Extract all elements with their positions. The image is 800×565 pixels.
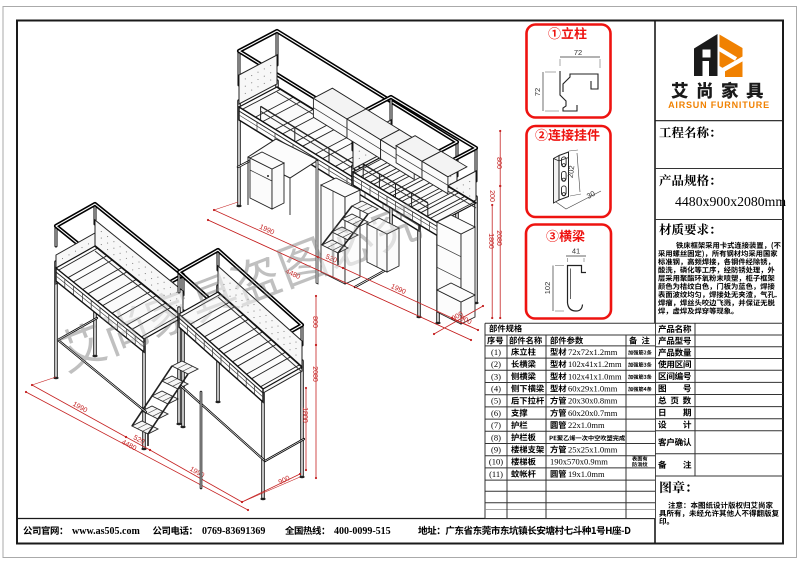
svg-text:72x72x1.2mm: 72x72x1.2mm — [568, 347, 618, 357]
svg-text:AIRSUN FURNITURE: AIRSUN FURNITURE — [668, 100, 770, 110]
svg-text:520: 520 — [132, 434, 146, 446]
svg-text:520: 520 — [324, 254, 338, 265]
svg-text:102: 102 — [543, 282, 552, 295]
svg-text:(10): (10) — [489, 457, 503, 467]
svg-text:1800: 1800 — [301, 407, 308, 423]
svg-text:200: 200 — [488, 190, 495, 202]
svg-text:(5): (5) — [491, 396, 501, 406]
svg-text:25x25x1.0mm: 25x25x1.0mm — [568, 445, 618, 455]
svg-text:400-0099-515: 400-0099-515 — [334, 526, 391, 537]
svg-text:0769-83691369: 0769-83691369 — [202, 526, 265, 537]
svg-text:1800: 1800 — [487, 233, 494, 249]
svg-text:(2): (2) — [491, 359, 501, 369]
svg-text:202: 202 — [566, 165, 577, 179]
svg-text:2080: 2080 — [495, 230, 502, 246]
svg-text:41: 41 — [572, 247, 580, 256]
svg-text:900: 900 — [451, 311, 465, 323]
svg-text:800: 800 — [311, 316, 318, 328]
svg-text:190x570x0.9mm: 190x570x0.9mm — [550, 457, 608, 467]
svg-text:(11): (11) — [489, 469, 503, 479]
svg-text:(6): (6) — [491, 408, 501, 418]
svg-text:60x29x1.0mm: 60x29x1.0mm — [568, 384, 618, 394]
svg-text:(9): (9) — [491, 445, 501, 455]
svg-text:19x1.0mm: 19x1.0mm — [568, 469, 605, 479]
svg-text:www.as505.com: www.as505.com — [72, 526, 140, 537]
svg-text:60x20x0.7mm: 60x20x0.7mm — [568, 408, 618, 418]
svg-text:900: 900 — [278, 475, 292, 486]
svg-text:2080: 2080 — [311, 366, 318, 382]
svg-text:800: 800 — [495, 157, 502, 169]
svg-text:(3): (3) — [491, 371, 501, 381]
svg-text:(8): (8) — [491, 432, 501, 442]
svg-text:(1): (1) — [491, 347, 501, 357]
svg-text:102x41x1.2mm: 102x41x1.2mm — [568, 359, 622, 369]
svg-text:102x41x1.0mm: 102x41x1.0mm — [568, 371, 622, 381]
svg-text:30: 30 — [585, 189, 597, 201]
svg-text:22x1.0mm: 22x1.0mm — [568, 420, 605, 430]
svg-text:72: 72 — [533, 88, 542, 96]
svg-text:72: 72 — [574, 48, 582, 57]
svg-text:20x30x0.8mm: 20x30x0.8mm — [568, 396, 618, 406]
svg-text:4480x900x2080mm: 4480x900x2080mm — [675, 194, 786, 209]
svg-text:900: 900 — [459, 315, 473, 326]
svg-text:(7): (7) — [491, 420, 501, 430]
svg-text:(4): (4) — [491, 384, 501, 394]
